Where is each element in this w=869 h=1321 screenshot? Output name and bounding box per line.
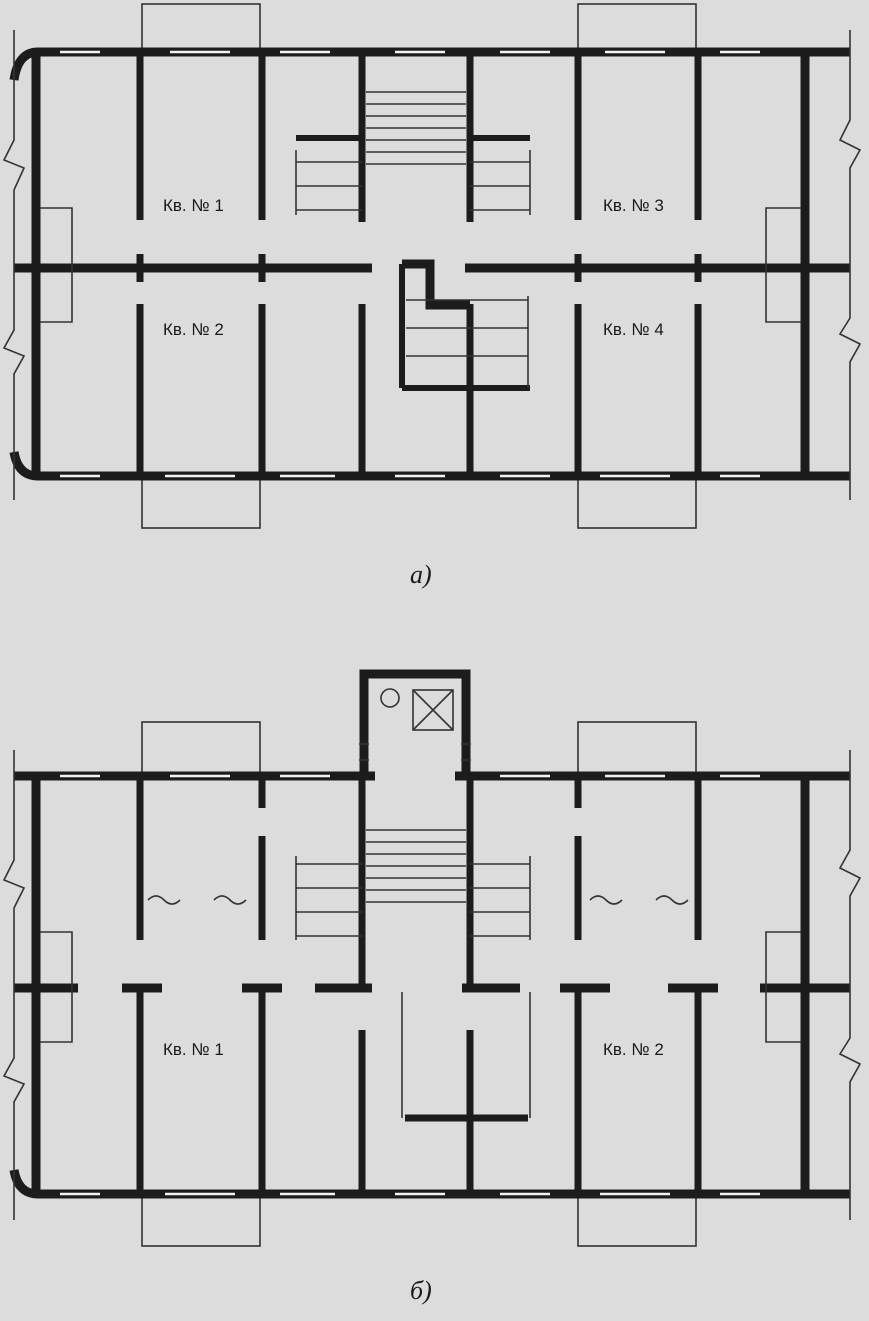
windows [60, 50, 760, 478]
plan-a-drawing [2, 3, 862, 529]
break-marks [2, 30, 862, 500]
cross-walls [136, 776, 702, 1194]
plan-b-drawing [2, 669, 862, 1247]
apartment-label-b-1: Кв. № 1 [163, 1040, 224, 1059]
break-marks [2, 750, 862, 1220]
apartment-label-a-1: Кв. № 1 [163, 196, 224, 215]
caption-b: б) [410, 1276, 432, 1305]
apartment-label-a-3: Кв. № 3 [603, 196, 664, 215]
middle-wall [14, 259, 850, 310]
windows [60, 774, 760, 1196]
end-fixtures [40, 207, 801, 323]
apartment-label-b-2: Кв. № 2 [603, 1040, 664, 1059]
caption-a: а) [410, 560, 432, 589]
apartment-label-a-4: Кв. № 4 [603, 320, 664, 339]
apartment-label-a-2: Кв. № 2 [163, 320, 224, 339]
balcony-outlines [141, 721, 697, 1247]
staircase-b [295, 829, 531, 1118]
staircase-a [295, 91, 531, 391]
wavy-lines [147, 895, 689, 905]
end-fixtures [40, 931, 801, 1043]
elevator-block [359, 669, 471, 776]
